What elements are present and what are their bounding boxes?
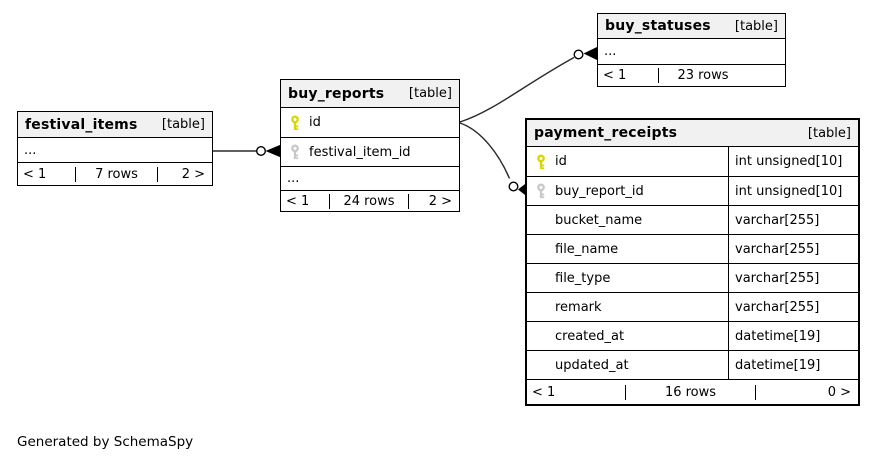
pager-children[interactable]: 2 >: [157, 166, 212, 182]
row-count: 24 rows: [329, 193, 408, 209]
column-type: varchar[255]: [728, 293, 858, 321]
column-name: remark: [555, 299, 602, 315]
table-header: festival_items [table]: [18, 112, 212, 138]
column-name: file_type: [555, 270, 611, 286]
primary-key-icon: [281, 115, 309, 131]
table-tag: [table]: [408, 86, 452, 101]
table-header: buy_statuses [table]: [598, 14, 785, 39]
fk-arrowhead: [265, 144, 281, 158]
column-row-id: id: [281, 108, 459, 137]
column-row-file-name: file_name varchar[255]: [527, 234, 858, 263]
table-buy-reports[interactable]: buy_reports [table] id: [280, 79, 460, 212]
elided-columns-row: ...: [604, 44, 617, 59]
table-festival-items[interactable]: festival_items [table] ... < 1 7 rows 2 …: [17, 111, 213, 186]
table-tag: [table]: [734, 18, 778, 34]
column-row-file-type: file_type varchar[255]: [527, 263, 858, 292]
column-name: id: [555, 154, 567, 169]
column-row-festival-item-id: festival_item_id: [281, 137, 459, 166]
pager-parents[interactable]: < 1: [532, 384, 556, 400]
pager-parents[interactable]: < 1: [23, 166, 47, 182]
relationship-edge-festival-items-buy-reports: [213, 144, 281, 158]
column-row-created-at: created_at datetime[19]: [527, 321, 858, 350]
foreign-key-icon: [281, 144, 309, 160]
column-type: varchar[255]: [728, 206, 858, 234]
zero-cardinality-dot: [573, 49, 584, 60]
table-buy-statuses[interactable]: buy_statuses [table] ... < 1 23 rows: [597, 13, 786, 87]
pager-parents[interactable]: < 1: [603, 68, 627, 83]
column-type: datetime[19]: [728, 322, 858, 350]
table-payment-receipts[interactable]: payment_receipts [table] id int unsigned…: [525, 118, 860, 406]
table-pager: < 1 23 rows: [598, 64, 785, 86]
column-name: created_at: [555, 328, 625, 344]
column-name: festival_item_id: [309, 144, 411, 160]
zero-cardinality-dot: [508, 181, 519, 192]
column-row-bucket-name: bucket_name varchar[255]: [527, 205, 858, 234]
column-name: buy_report_id: [555, 183, 644, 199]
column-name: bucket_name: [555, 212, 643, 228]
generated-by-note: Generated by SchemaSpy: [17, 434, 194, 450]
table-header: buy_reports [table]: [281, 80, 459, 108]
column-row-remark: remark varchar[255]: [527, 292, 858, 321]
column-name: file_name: [555, 241, 619, 257]
column-type: int unsigned[10]: [728, 177, 858, 205]
primary-key-icon: [527, 154, 555, 170]
zero-cardinality-dot: [256, 145, 267, 156]
pager-children[interactable]: 0 >: [755, 384, 858, 400]
row-count: 23 rows: [658, 68, 747, 83]
fk-arrowhead: [583, 46, 598, 61]
pager-parents[interactable]: < 1: [286, 193, 310, 209]
foreign-key-icon: [527, 183, 555, 199]
elided-columns-row: ...: [24, 142, 37, 158]
row-count: 7 rows: [75, 166, 157, 182]
relationship-edge-buy-reports-payment-receipts: [459, 122, 527, 197]
column-type: int unsigned[10]: [728, 147, 858, 176]
column-name: updated_at: [555, 357, 629, 373]
column-row-id: id int unsigned[10]: [527, 147, 858, 176]
table-name[interactable]: festival_items: [25, 116, 138, 133]
column-row-updated-at: updated_at datetime[19]: [527, 350, 858, 379]
table-pager: < 1 24 rows 2 >: [281, 190, 459, 211]
table-name[interactable]: payment_receipts: [534, 125, 678, 141]
row-count: 16 rows: [625, 384, 755, 400]
pager-children[interactable]: 2 >: [408, 193, 459, 209]
table-header: payment_receipts [table]: [527, 120, 858, 147]
table-name[interactable]: buy_reports: [288, 85, 385, 102]
table-tag: [table]: [161, 117, 205, 132]
column-type: varchar[255]: [728, 264, 858, 292]
column-name: id: [309, 115, 321, 130]
elided-columns-row: ...: [281, 166, 459, 190]
table-pager: < 1 16 rows 0 >: [527, 379, 858, 404]
table-pager: < 1 7 rows 2 >: [18, 162, 212, 185]
relationship-edge-buy-reports-buy-statuses: [459, 46, 598, 123]
table-name[interactable]: buy_statuses: [605, 18, 711, 34]
column-type: varchar[255]: [728, 235, 858, 263]
table-tag: [table]: [807, 125, 851, 141]
column-type: datetime[19]: [728, 351, 858, 379]
column-row-buy-report-id: buy_report_id int unsigned[10]: [527, 176, 858, 205]
